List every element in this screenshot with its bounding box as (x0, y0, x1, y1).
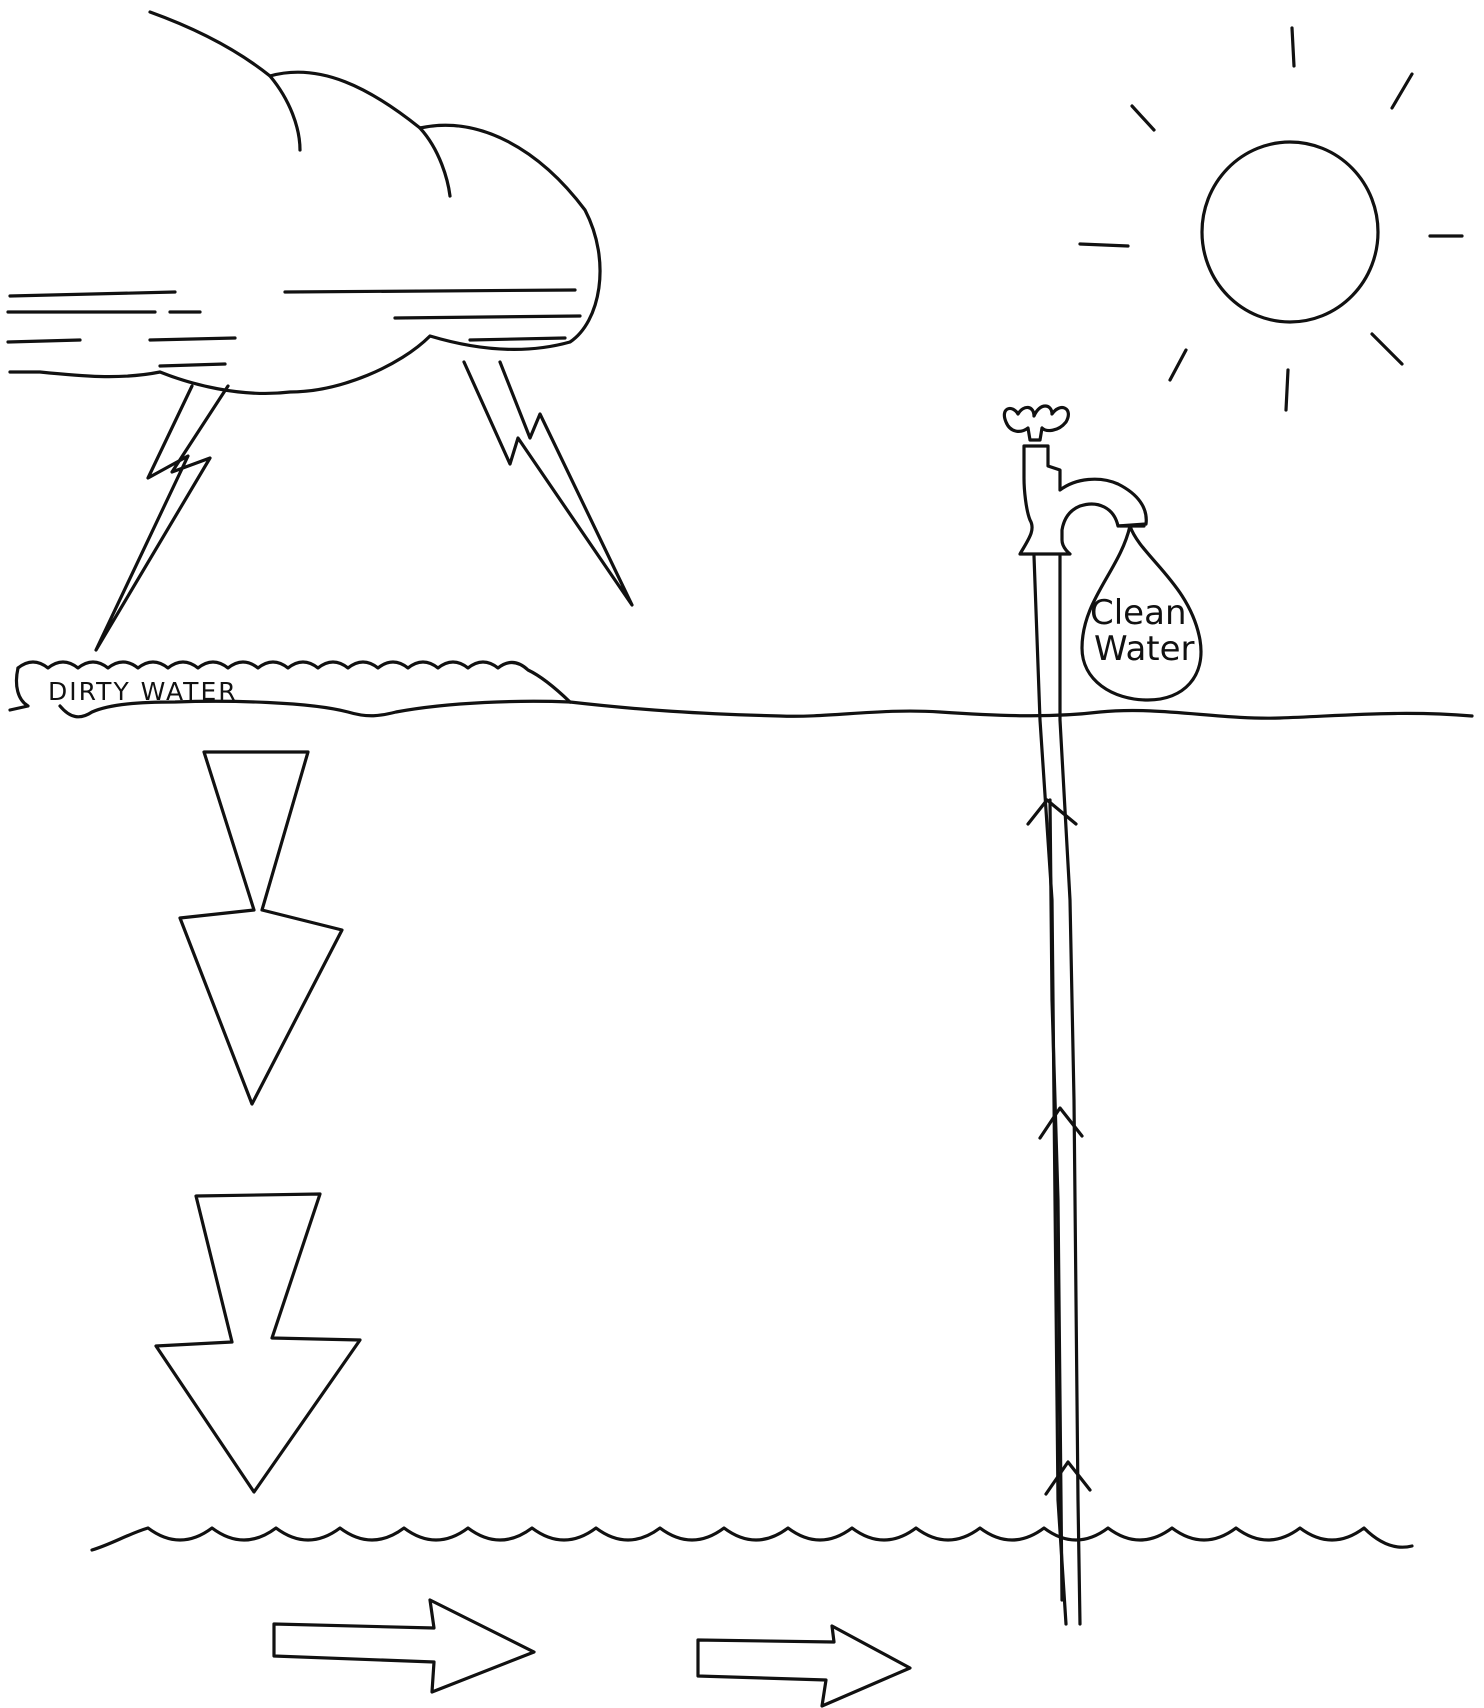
arrow-up-icon (1038, 1106, 1084, 1140)
groundwater-surface (90, 1526, 1414, 1552)
lightning-bolt-left-icon (94, 384, 230, 652)
arrow-up-icon (1044, 1460, 1092, 1496)
faucet-icon (1002, 404, 1148, 556)
arrow-right-icon (696, 1624, 912, 1708)
sun-icon (1078, 26, 1464, 412)
lightning-bolt-right-icon (462, 360, 634, 607)
arrow-up-icon (1026, 798, 1078, 826)
dirty-water-label: DIRTY WATER (48, 677, 238, 706)
water-drop-icon: Clean Water (1080, 524, 1203, 702)
well-pipe (1032, 554, 1082, 1626)
arrow-right-icon (272, 1598, 536, 1694)
cloud-icon (6, 10, 602, 396)
clean-water-label-line1: Clean (1090, 593, 1187, 633)
dirty-water-layer: DIRTY WATER (8, 660, 572, 719)
ground-surface-line (568, 700, 1474, 720)
clean-water-label-line2: Water (1094, 629, 1195, 669)
arrow-down-icon (178, 750, 344, 1106)
arrow-down-icon (154, 1192, 362, 1494)
